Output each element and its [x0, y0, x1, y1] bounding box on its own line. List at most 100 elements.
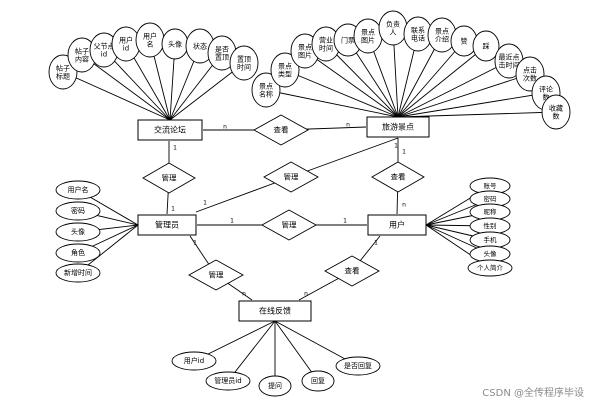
- relationship-user-feedback: [324, 255, 380, 287]
- attribute-label: 最近点击时间: [499, 52, 520, 69]
- cardinality-label: n: [346, 122, 350, 129]
- attribute-label: 负责人: [386, 19, 400, 36]
- attribute-label: 密码: [71, 206, 85, 215]
- attribute-label: 头像: [168, 39, 182, 48]
- attribute-label: 管理员id: [214, 376, 241, 385]
- attribute-label: 状态: [193, 41, 207, 50]
- relationship-label: 管理: [282, 220, 297, 230]
- attribute-label: 头像: [484, 249, 498, 258]
- attribute-edge: [325, 43, 399, 118]
- relationship-edge: [290, 137, 399, 178]
- attribute-label: 收藏数: [549, 103, 563, 120]
- attribute-edge: [284, 69, 399, 118]
- attribute-label: 回复: [311, 376, 325, 385]
- entity-admin: [137, 214, 197, 236]
- attribute-ellipse: [301, 370, 335, 392]
- attribute-ellipse: [467, 259, 513, 277]
- attribute-edge: [397, 92, 547, 118]
- attribute-label: 景点图片: [298, 43, 312, 59]
- relationship-spot-user: [371, 161, 425, 193]
- cardinality-label: 1: [402, 149, 406, 156]
- attribute-edge: [397, 60, 510, 118]
- entity-feedback: [238, 300, 312, 322]
- attribute-label: 新增时间: [64, 268, 92, 277]
- attribute-ellipse: [205, 371, 251, 391]
- attribute-label: 赞: [461, 36, 468, 45]
- relationship-forum-spot: [253, 114, 309, 146]
- entity-user: [367, 214, 427, 236]
- attribute-label: 景点介绍: [435, 27, 449, 43]
- attribute-edge: [397, 111, 557, 118]
- attribute-label: 角色: [71, 248, 85, 257]
- attribute-label: 营业时间: [319, 35, 333, 52]
- attribute-edge: [397, 73, 531, 118]
- entity-spot: [366, 116, 430, 138]
- attribute-edge: [274, 320, 319, 382]
- attribute-label: 账号: [484, 181, 498, 190]
- attribute-label: 用户id: [184, 356, 204, 365]
- attribute-label: 手机: [484, 235, 498, 244]
- attribute-label: 联系电话: [411, 25, 425, 42]
- cardinality-label: 1: [203, 200, 207, 207]
- relationship-forum-admin: [142, 162, 196, 194]
- attribute-label: 是否回复: [344, 361, 372, 370]
- cardinality-label: n: [223, 124, 227, 131]
- attribute-label: 帖子标题: [56, 63, 70, 80]
- attribute-edge: [227, 320, 276, 382]
- attribute-label: 个人简介: [477, 263, 504, 272]
- relationship-label: 管理: [209, 270, 224, 280]
- cardinality-label: n: [402, 202, 406, 209]
- entity-label: 管理员: [155, 220, 179, 230]
- attribute-label: 头像: [71, 227, 85, 236]
- attribute-label: 帖子内容: [75, 46, 89, 63]
- attribute-label: 踩: [483, 42, 490, 50]
- attribute-ellipse: [55, 180, 101, 200]
- attribute-ellipse: [251, 72, 281, 108]
- attribute-label: 置顶时间: [237, 55, 251, 71]
- relationship-label: 查看: [345, 266, 360, 276]
- attribute-ellipse: [541, 94, 571, 130]
- relationship-admin-user: [261, 209, 317, 241]
- attribute-edge: [81, 54, 171, 121]
- entity-forum: [137, 119, 203, 141]
- attribute-edge: [304, 50, 399, 118]
- attribute-label: 景点图片: [361, 28, 375, 44]
- attribute-edge: [103, 49, 171, 121]
- entity-label: 交流论坛: [154, 125, 186, 135]
- relationship-label: 查看: [391, 172, 406, 182]
- attribute-label: 用户名: [68, 185, 89, 194]
- attribute-label: 密码: [484, 194, 498, 203]
- cardinality-label: n: [242, 291, 246, 298]
- attribute-ellipse: [229, 45, 259, 81]
- attribute-edge: [62, 71, 171, 121]
- attribute-label: 景点类型: [278, 62, 292, 78]
- attribute-ellipse: [270, 52, 300, 88]
- relationship-admin-feedback: [188, 259, 244, 291]
- attribute-ellipse: [55, 243, 101, 263]
- attribute-label: 用户名: [143, 31, 157, 48]
- cardinality-label: 1: [394, 143, 398, 150]
- cardinality-label: 1: [193, 240, 197, 247]
- attribute-ellipse: [55, 222, 101, 242]
- attribute-edge: [265, 89, 399, 118]
- entity-label: 在线反馈: [259, 306, 291, 316]
- attribute-label: 评论数: [539, 84, 553, 101]
- entity-label: 旅游景点: [382, 122, 414, 132]
- attribute-edge: [169, 62, 245, 121]
- attribute-ellipse: [55, 201, 101, 221]
- cardinality-label: 1: [173, 145, 177, 152]
- attribute-ellipse: [472, 30, 500, 62]
- cardinality-label: 1: [374, 240, 378, 247]
- attribute-label: 是否置顶: [215, 45, 229, 61]
- attribute-edge: [397, 45, 487, 118]
- cardinality-label: 1: [230, 218, 234, 225]
- cardinality-label: 1: [343, 218, 347, 225]
- attribute-ellipse: [335, 356, 381, 376]
- attribute-label: 昵称: [484, 207, 498, 216]
- attribute-label: 景点名称: [259, 82, 273, 98]
- cardinality-label: n: [304, 291, 308, 298]
- relationship-label: 查看: [274, 125, 289, 135]
